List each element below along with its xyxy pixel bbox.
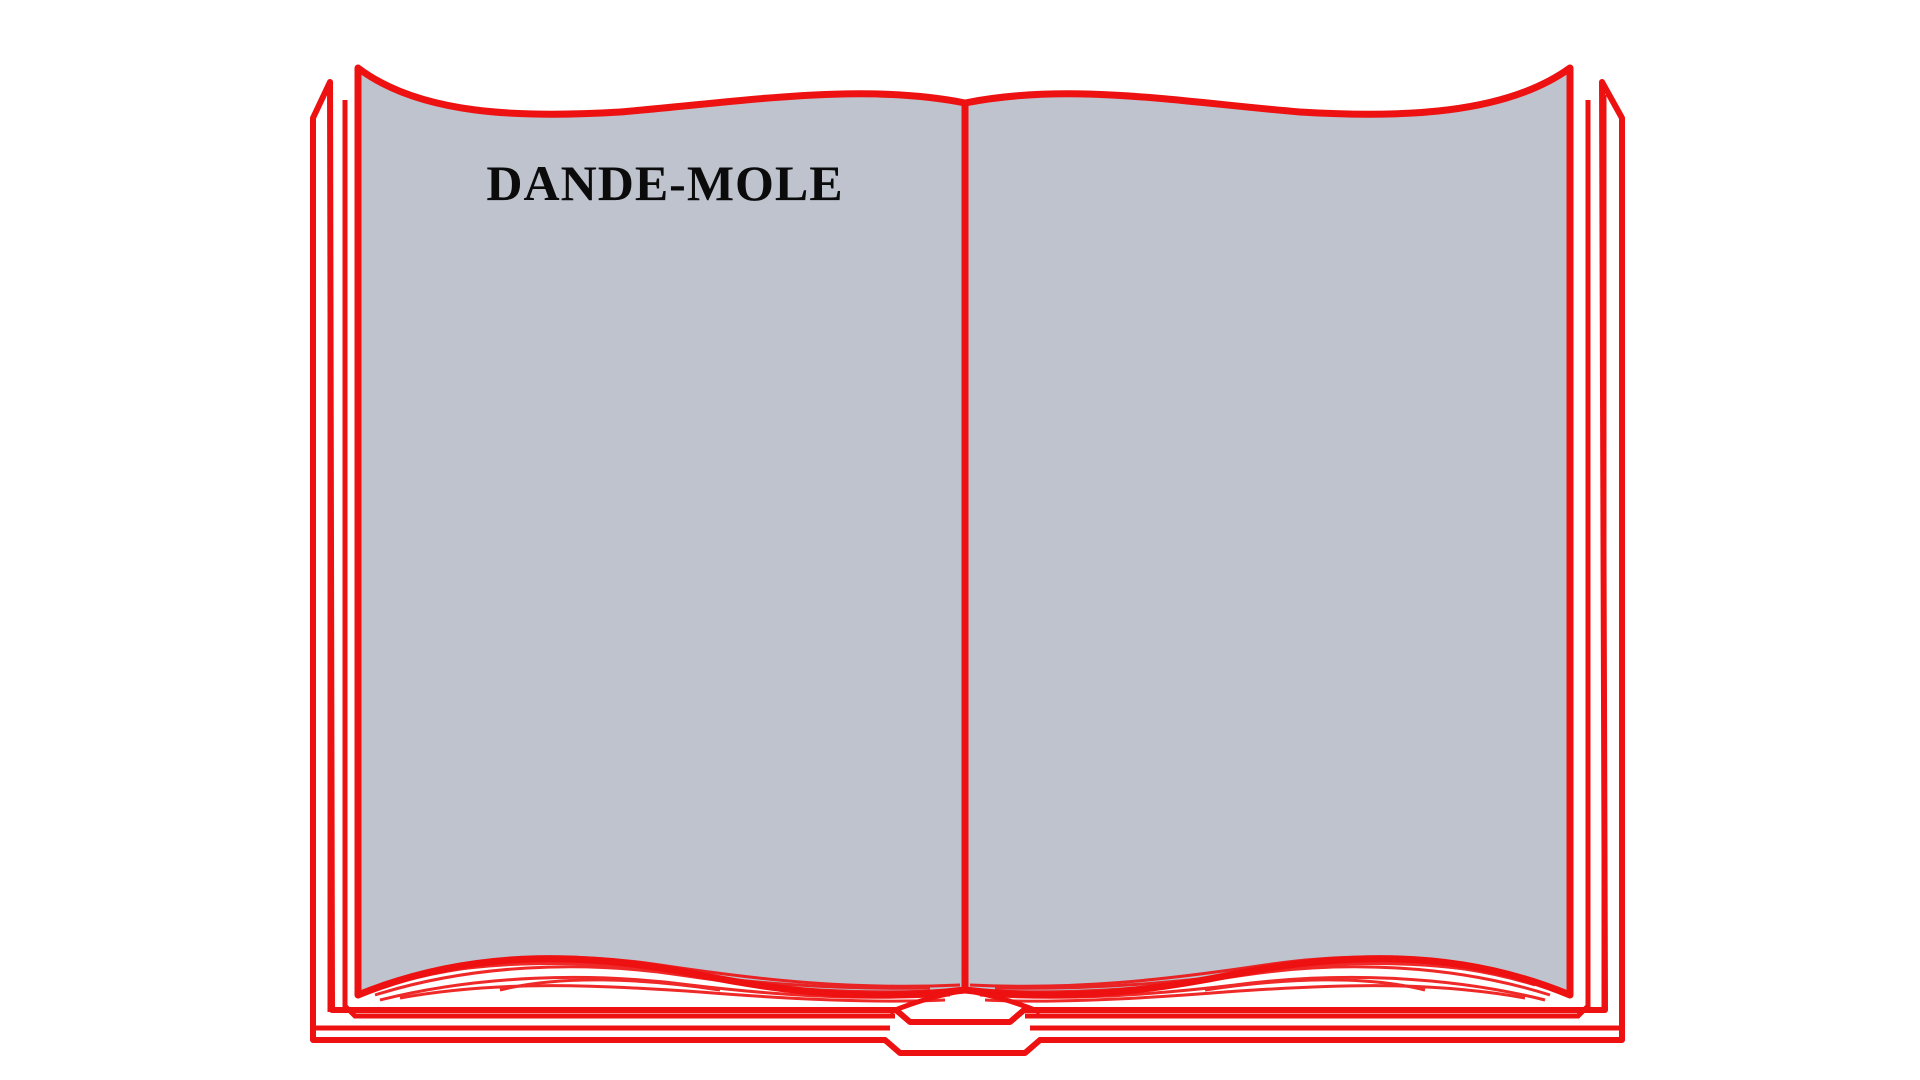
right-page: [961, 64, 1574, 999]
page-stack-left: [342, 100, 895, 1019]
cover-edge-right: [1030, 95, 1622, 1031]
page-curl-scribbles-right: [969, 955, 1556, 1003]
page-stack-right: [1025, 100, 1591, 1019]
book-cover: [310, 79, 1625, 1056]
cover-edge-left: [313, 95, 890, 1031]
binding-tab: [889, 987, 1041, 1015]
page-curl-scribbles-left: [369, 955, 961, 1003]
book-title: DANDE-MOLE: [486, 155, 844, 211]
